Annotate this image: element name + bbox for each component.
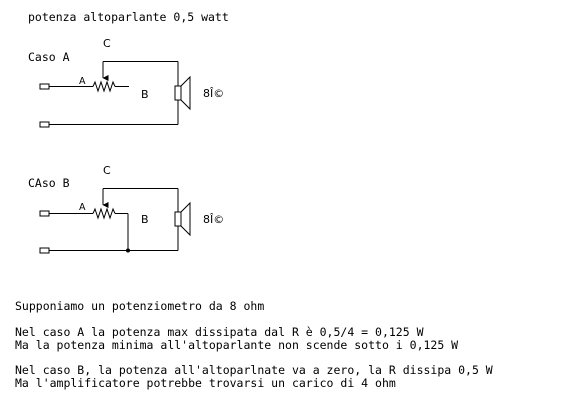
case-a-node-a: A <box>79 76 86 87</box>
case-a-node-b: B <box>141 88 149 101</box>
case-b-circuit <box>39 188 191 254</box>
case-a-speaker-cone <box>180 75 191 111</box>
case-b-speaker-cone <box>180 201 191 237</box>
note-case-a-max: Nel caso A la potenza max dissipata dal … <box>15 325 424 339</box>
case-a-circuit <box>39 61 191 128</box>
note-case-b-load: Ma l'amplificatore potrebbe trovarsi un … <box>15 376 396 390</box>
case-a-terminal-bottom <box>39 121 50 128</box>
page-title: potenza altoparlante 0,5 watt <box>28 10 229 24</box>
case-b-label: CAso B <box>28 176 70 190</box>
case-b-junction-dot <box>126 248 130 253</box>
note-case-a-min: Ma la potenza minima all'altoparlante no… <box>15 338 459 352</box>
case-b-speaker-coil <box>174 211 182 227</box>
case-a-speaker-coil <box>174 85 182 101</box>
note-potentiometer: Supponiamo un potenziometro da 8 ohm <box>15 299 265 313</box>
case-a-label: Caso A <box>28 50 70 64</box>
case-a-potentiometer <box>92 80 116 93</box>
case-b-potentiometer <box>92 207 116 220</box>
case-a-terminal-top <box>39 83 50 90</box>
case-a-impedance: 8Î© <box>203 87 225 100</box>
case-a-node-c: C <box>103 37 111 50</box>
case-b-terminal-top <box>39 210 50 217</box>
case-b-node-c: C <box>103 164 111 177</box>
note-case-b-zero: Nel caso B, la potenza all'altoparlnate … <box>15 363 493 377</box>
case-b-impedance: 8Î© <box>203 213 225 226</box>
case-b-node-b: B <box>141 213 149 226</box>
case-b-node-a: A <box>79 202 86 213</box>
case-b-terminal-bottom <box>39 247 50 254</box>
